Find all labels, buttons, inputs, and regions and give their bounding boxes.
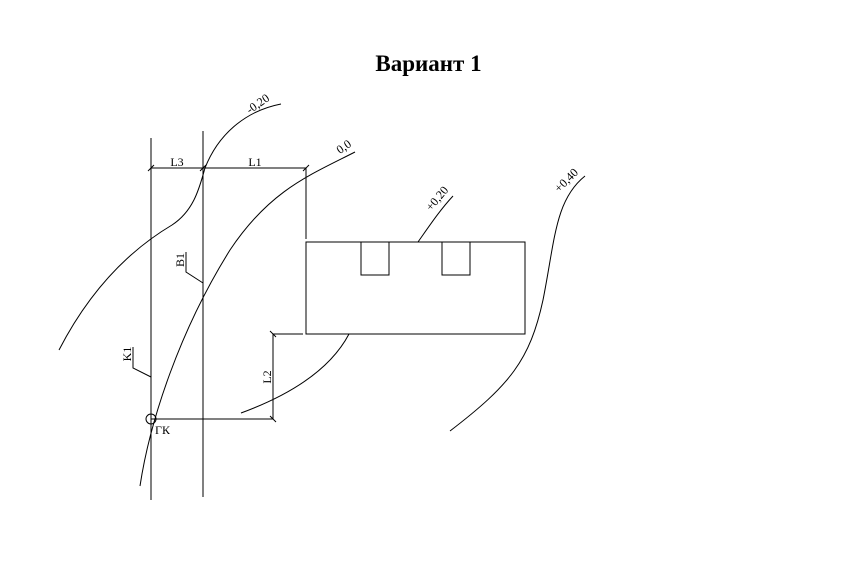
b1-leader [185,252,204,284]
building [305,241,526,335]
contour-line-000-lower [240,333,350,414]
page-title: Вариант 1 [375,51,482,76]
b1-label: B1 [173,253,187,267]
contour-line-plus-020 [417,195,454,243]
contour-label: +0,40 [551,165,581,195]
dimension-l1-label: L1 [248,155,261,169]
gk-point-marker [145,413,157,425]
building-notch-1 [360,241,390,276]
dimension-l3-label: L3 [170,155,183,169]
contour-line-000 [139,151,356,487]
contour-label: -0,20 [243,91,272,117]
dimension-l2 [151,330,303,423]
building-notch-2 [441,241,471,276]
gk-label: ГК [155,423,171,437]
k1-label: K1 [120,347,134,362]
contour-line-plus-040 [449,175,586,432]
dimension-l2-label: L2 [260,370,274,383]
k1-leader [132,347,152,378]
dimension-top [147,164,310,239]
contour-line-minus-020 [58,103,282,351]
contour-label: +0,20 [423,183,452,213]
